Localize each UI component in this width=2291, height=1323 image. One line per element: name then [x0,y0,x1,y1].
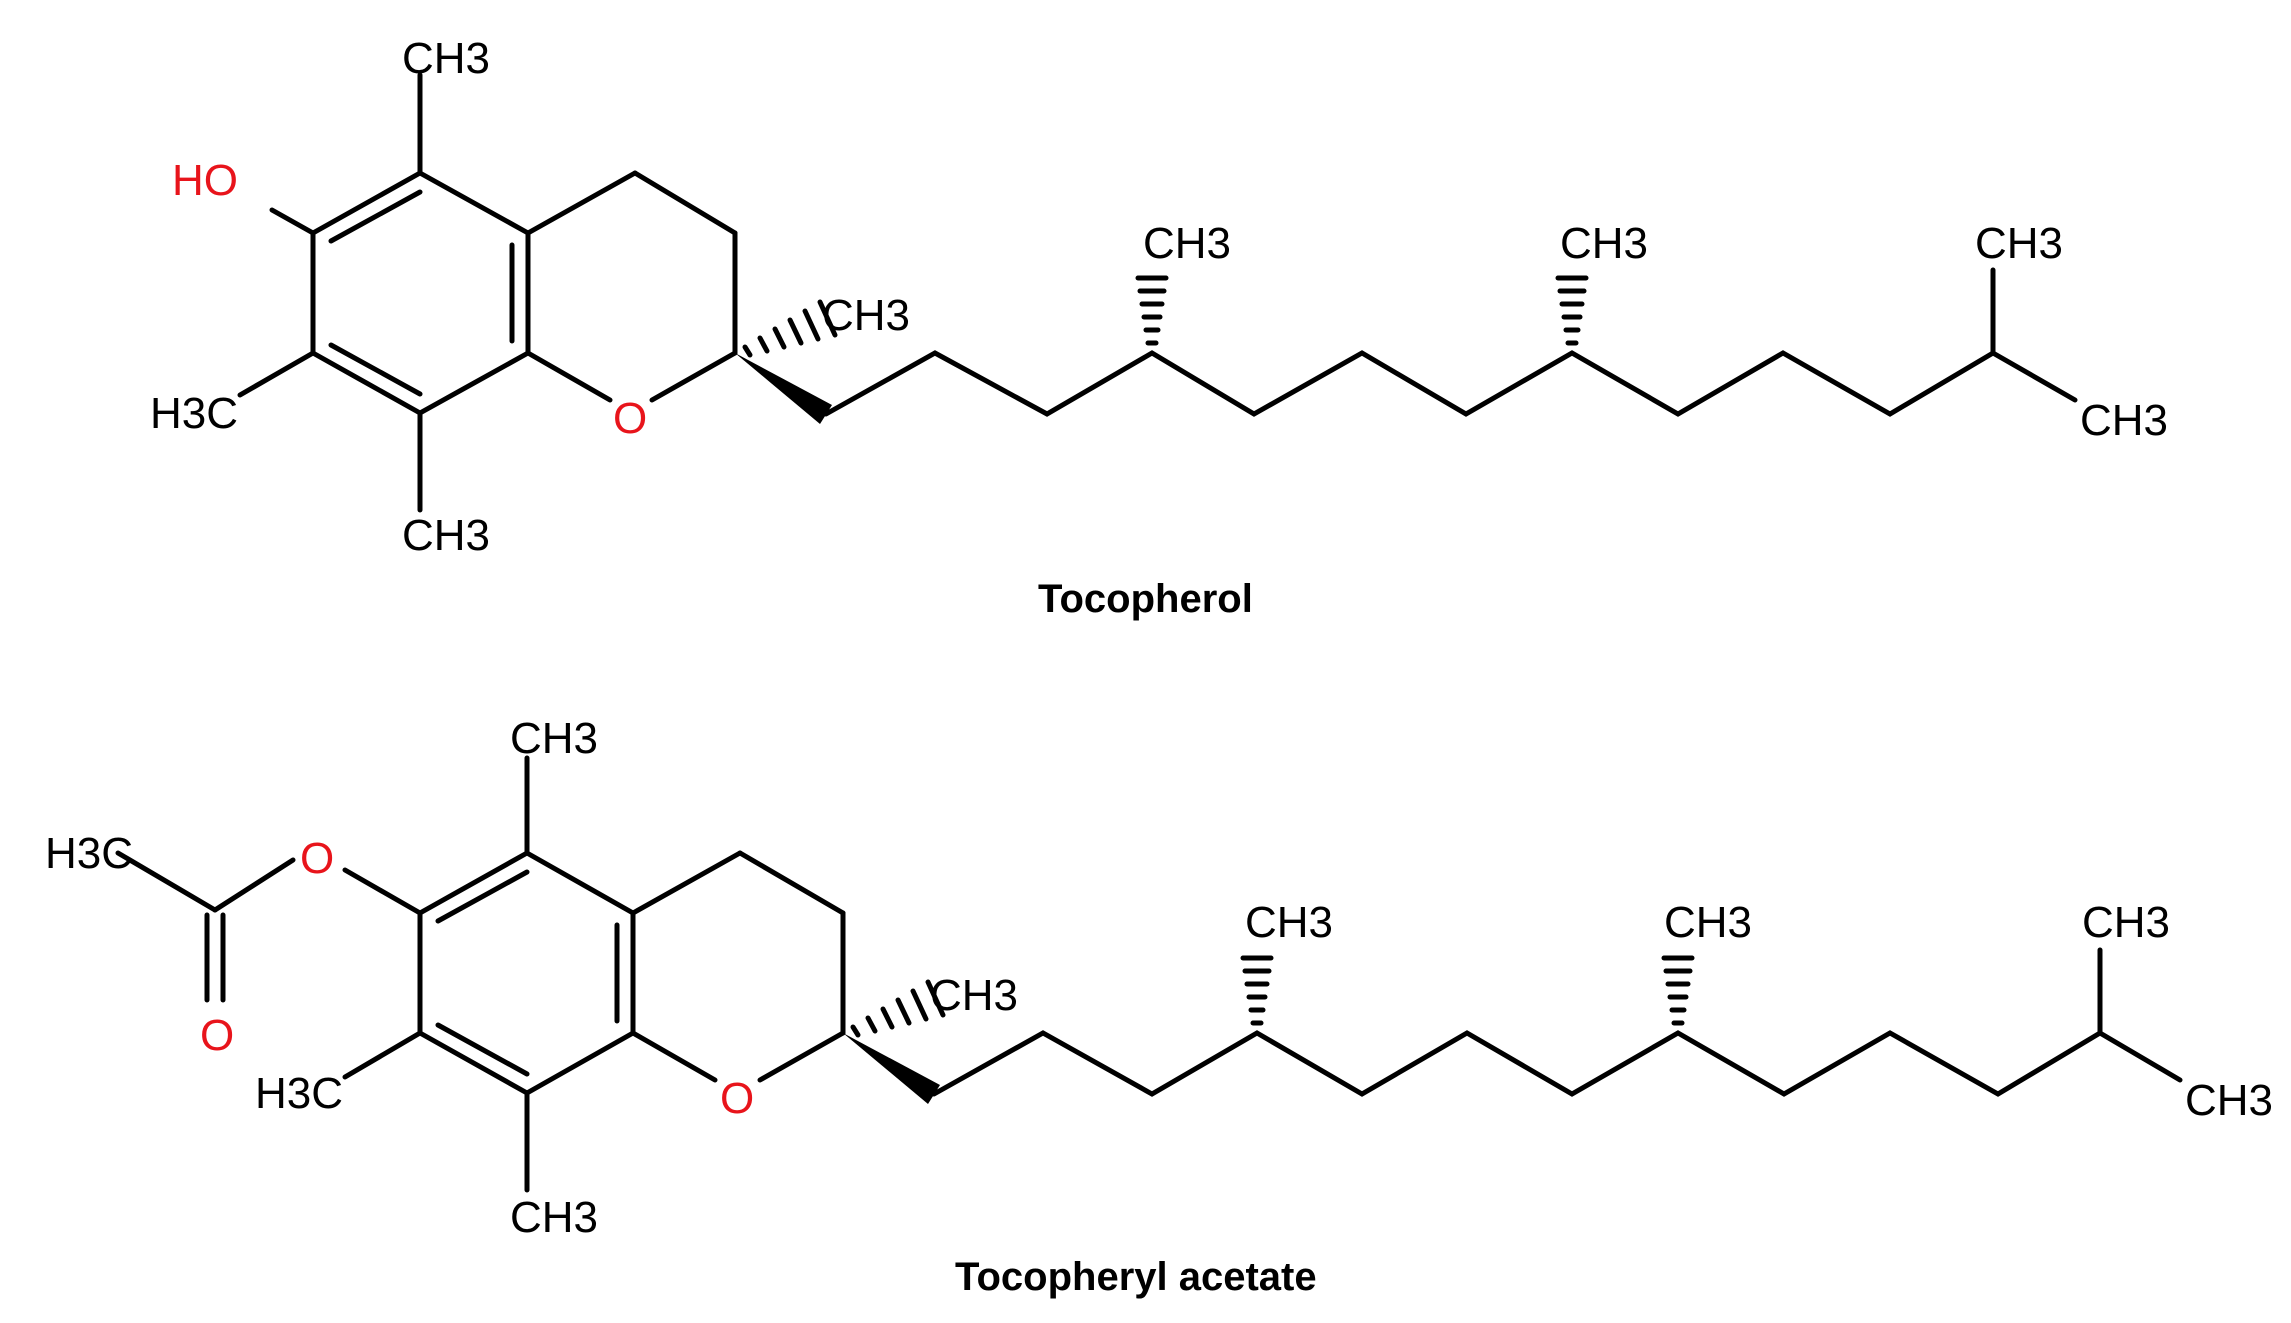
methyl-label: CH3 [510,714,598,763]
hash-methyl-2 [1661,955,1695,1026]
ring-oxygen-label: O [720,1074,754,1123]
tocopherol-bonds [237,72,2078,513]
methyl-label: H3C [45,829,133,878]
hash-methyl-1 [1240,955,1274,1026]
methyl-label: CH3 [402,34,490,83]
ester-oxygen-label: O [300,834,334,883]
methyl-label: CH3 [1560,219,1648,268]
methyl-label: H3C [255,1069,343,1118]
methyl-label: H3C [150,389,238,438]
methyl-label: CH3 [2185,1076,2273,1125]
methyl-label: CH3 [822,291,910,340]
ring-oxygen-label: O [613,394,647,443]
hydroxyl-label: HO [172,156,238,205]
tocopherol-structure: HO O CH3 H3C CH3 CH3 CH3 CH3 CH3 CH3 Toc… [150,34,2168,621]
molecule-caption: Tocopheryl acetate [955,1255,1317,1299]
carbonyl-oxygen-label: O [200,1011,234,1060]
methyl-label: CH3 [2080,396,2168,445]
methyl-label: CH3 [1245,898,1333,947]
molecule-caption: Tocopherol [1038,577,1253,621]
tocopheryl-acetate-bonds [115,755,2183,1193]
methyl-label: CH3 [402,511,490,560]
tocopheryl-acetate-structure: H3C O O O CH3 H3C CH3 CH3 CH3 CH3 CH3 CH… [45,714,2273,1299]
methyl-label: CH3 [510,1193,598,1242]
methyl-label: CH3 [1664,898,1752,947]
methyl-label: CH3 [1975,219,2063,268]
methyl-label: CH3 [2082,898,2170,947]
methyl-label: CH3 [930,971,1018,1020]
methyl-label: CH3 [1143,219,1231,268]
hash-methyl-2 [1555,275,1589,346]
hash-methyl-1 [1135,275,1169,346]
